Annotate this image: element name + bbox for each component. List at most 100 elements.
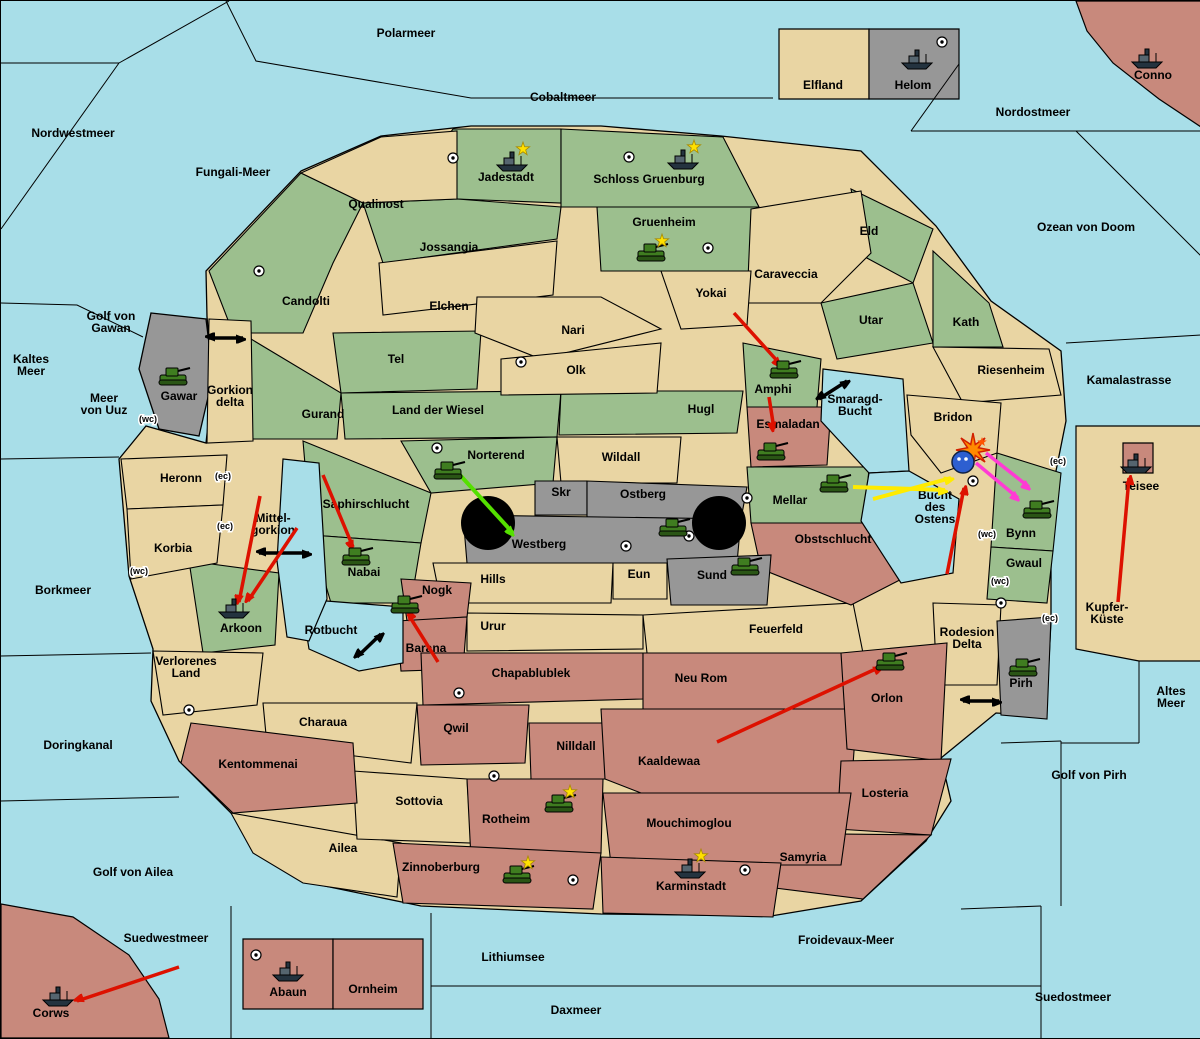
tank-rotheim[interactable] [544,783,578,813]
tank-zinnoberburg[interactable] [502,854,536,884]
territory-label-feuerfeld: Feuerfeld [749,622,803,636]
territory-label-riesenheim: Riesenheim [977,363,1044,377]
territory-label-sund: Sund [697,568,727,582]
territory-wildall[interactable] [556,436,682,484]
sea-border-line [118,1,230,64]
territory-label-nabai: Nabai [348,565,381,579]
tank-sund[interactable] [730,557,763,576]
territory-label-qualinost: Qualinost [348,197,403,211]
territory-label-zinnoberburg: Zinnoberburg [402,860,480,874]
territory-karminstadt[interactable] [600,856,782,918]
territory-hugl[interactable] [558,390,744,436]
victory-star-icon [693,847,709,863]
territory-olk[interactable] [500,342,662,396]
territory-label-qwil: Qwil [443,721,468,735]
territory-label-orlon: Orlon [871,691,903,705]
sea-label-froidevaux-meer: Froidevaux-Meer [798,933,894,947]
territory-urur[interactable] [466,612,644,652]
sea-label-ozean-von-doom: Ozean von Doom [1037,220,1135,234]
ship-karminstadt[interactable] [673,847,709,879]
territory-label-korbia: Korbia [154,541,192,555]
territory-zinnoberburg[interactable] [392,842,602,910]
territory-schloss-gruenburg[interactable] [560,128,760,208]
ship-corws[interactable] [41,986,75,1007]
tank-bynn[interactable] [1022,500,1055,519]
territory-label-utar: Utar [859,313,883,327]
territory-verlorenes-land[interactable] [152,650,264,716]
territory-label-barana: Barana [406,641,447,655]
magenta-attack-arrow [984,451,1029,487]
territory-korbia[interactable] [126,504,224,580]
territory-label-schloss-gruenburg: Schloss Gruenburg [593,172,704,186]
town-marker [567,874,579,886]
territory-label-gruenheim: Gruenheim [632,215,695,229]
territory-qualinost[interactable] [299,130,458,204]
territory-qwil[interactable] [416,704,530,766]
ship-abaun[interactable] [271,961,305,982]
sea-label-lithiumsee: Lithiumsee [481,950,545,964]
town-marker [488,770,500,782]
ship-teisee[interactable] [1119,453,1153,474]
territory-riesenheim[interactable] [932,346,1062,404]
territory-gorkion-delta[interactable] [206,318,254,444]
ship-conno[interactable] [1130,48,1164,69]
sea-label-cobaltmeer: Cobaltmeer [530,90,596,104]
territory-label-skr: Skr [551,485,571,499]
territory-label-mellar: Mellar [773,493,808,507]
tank-ostberg[interactable] [658,518,691,537]
territory-kaaldewaa[interactable] [600,708,858,794]
coastal-flag-label: (ec) [215,471,231,481]
tank-gawar[interactable] [158,367,191,386]
territory-label-olk: Olk [566,363,586,377]
territory-label-bynn: Bynn [1006,526,1036,540]
town-marker [431,442,443,454]
yellow-attack-arrow [852,485,945,490]
territory-gwaul[interactable] [986,546,1054,604]
territory-tel[interactable] [332,330,482,394]
sea-border-line [225,1,773,99]
territory-label-kath: Kath [953,315,980,329]
ship-helom[interactable] [900,49,934,70]
territory-nari[interactable] [474,296,663,360]
town-marker [620,540,632,552]
territory-label-arkoon: Arkoon [220,621,262,635]
ostens-bay [860,470,960,584]
territory-label-land-der-wiesel: Land der Wiesel [392,403,484,417]
corws-quarter[interactable] [1,903,170,1038]
strait-double-arrow [819,381,847,399]
territory-kentommenai[interactable] [180,722,358,814]
sea-label-suedwestmeer: Suedwestmeer [124,931,209,945]
territory-kath[interactable] [932,249,1004,348]
tank-orlon[interactable] [875,652,908,671]
tank-pirh[interactable] [1008,658,1041,677]
territory-label-corws: Corws [33,1006,70,1020]
tank-norterend[interactable] [433,461,466,480]
tank-esmaladan[interactable] [756,442,789,461]
tank-mellar[interactable] [819,474,852,493]
ship-arkoon[interactable] [217,598,251,619]
sea-border-line [960,905,1042,910]
territory-label-karminstadt: Karminstadt [656,879,726,893]
territory-mouchimoglou[interactable] [602,792,852,866]
tank-nogk[interactable] [390,595,423,614]
kupfer-kueste-block[interactable] [1075,425,1200,662]
victory-star-icon [515,140,531,156]
ornheim-cell[interactable] [332,938,424,1010]
sea-label-nordostmeer: Nordostmeer [996,105,1071,119]
town-marker [453,687,465,699]
ship-schloss-gruenburg[interactable] [666,138,702,170]
territory-label-samyria: Samyria [780,850,827,864]
territory-label-nogk: Nogk [422,583,452,597]
tank-amphi[interactable] [769,360,802,379]
tank-gruenheim[interactable] [636,232,670,262]
territory-label-gwaul: Gwaul [1006,556,1042,570]
town-marker [936,36,948,48]
tank-nabai[interactable] [341,547,374,566]
territory-label-jadestadt: Jadestadt [478,170,534,184]
sea-label-polarmeer: Polarmeer [377,26,436,40]
ship-jadestadt[interactable] [495,140,531,172]
